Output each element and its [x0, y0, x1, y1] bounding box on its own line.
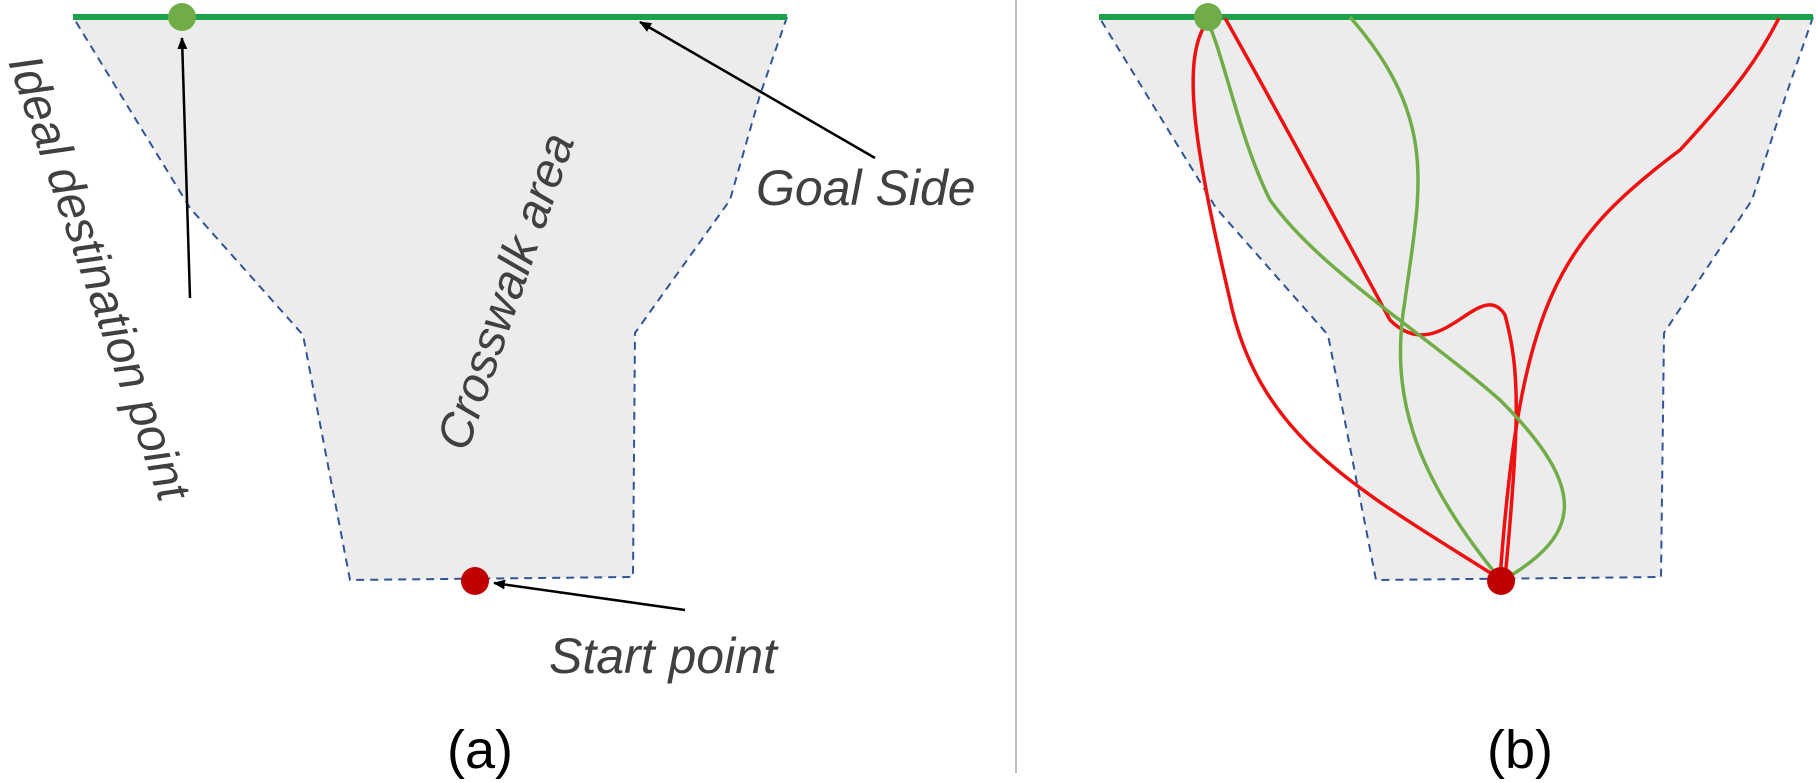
destination-point-marker-icon-b — [1194, 3, 1222, 31]
caption-a: (a) — [447, 720, 513, 780]
label-goal-side: Goal Side — [756, 160, 976, 216]
trajectory-green-1 — [1348, 15, 1502, 581]
start-point-marker-icon — [461, 567, 489, 595]
panel-b: (b) — [1097, 3, 1815, 780]
destination-point-marker-icon — [168, 3, 196, 31]
arrow-ideal-destination — [177, 37, 192, 299]
trajectory-red-1 — [1191, 20, 1501, 581]
start-point-marker-icon-b — [1487, 567, 1515, 595]
trajectory-green-2 — [1206, 21, 1567, 581]
trajectory-red-3 — [1498, 17, 1781, 580]
arrow-start-point — [493, 579, 686, 612]
arrow-goal-side — [639, 20, 876, 160]
caption-b: (b) — [1487, 720, 1553, 780]
crosswalk-area-shape — [71, 16, 789, 582]
trajectory-red-2 — [1223, 17, 1518, 580]
panel-a: Ideal destination point Crosswalk area G… — [0, 3, 976, 780]
crosswalk-area-shape-b — [1097, 16, 1815, 582]
label-start-point: Start point — [549, 628, 779, 684]
